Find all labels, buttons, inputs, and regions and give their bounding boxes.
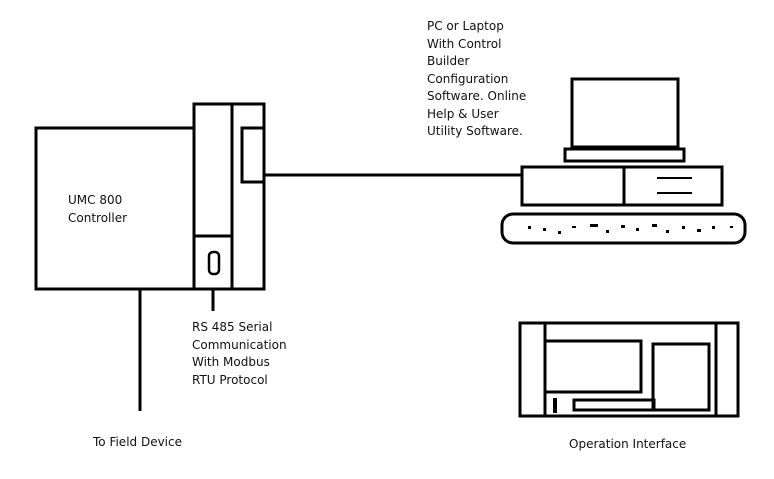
controller-modules bbox=[192, 102, 266, 291]
serial-port bbox=[207, 250, 221, 276]
rs485-label-line: RTU Protocol bbox=[192, 372, 268, 387]
pc-label-line: Software. Online bbox=[427, 89, 527, 103]
controller-label: UMC 800 Controller bbox=[68, 192, 127, 227]
operation-interface-label: Operation Interface bbox=[569, 437, 687, 451]
rs485-label: RS 485 Serial Communication With Modbus … bbox=[192, 319, 287, 389]
rs485-label-line: With Modbus bbox=[192, 355, 270, 369]
pc-label-line: PC or Laptop bbox=[427, 19, 504, 33]
operation-interface-icon bbox=[518, 321, 740, 418]
rs485-label-line: Communication bbox=[192, 337, 287, 352]
pc-icon bbox=[520, 77, 724, 207]
rs485-label-line: RS 485 Serial bbox=[192, 320, 273, 334]
pc-label-line: Configuration bbox=[427, 71, 509, 86]
pc-label: PC or Laptop With Control Builder Config… bbox=[427, 18, 526, 141]
pc-label-line: Utility Software. bbox=[427, 124, 523, 138]
indicator-icon bbox=[553, 398, 557, 413]
keyboard-keys bbox=[528, 224, 733, 234]
keyboard-icon bbox=[500, 212, 747, 245]
pc-label-line: With Control bbox=[427, 36, 502, 51]
pc-label-line: Help & User bbox=[427, 106, 499, 121]
controller-label-line: UMC 800 bbox=[68, 193, 123, 207]
field-device-label: To Field Device bbox=[93, 435, 182, 449]
controller-label-line: Controller bbox=[68, 210, 128, 225]
pc-label-line: Builder bbox=[427, 54, 470, 68]
